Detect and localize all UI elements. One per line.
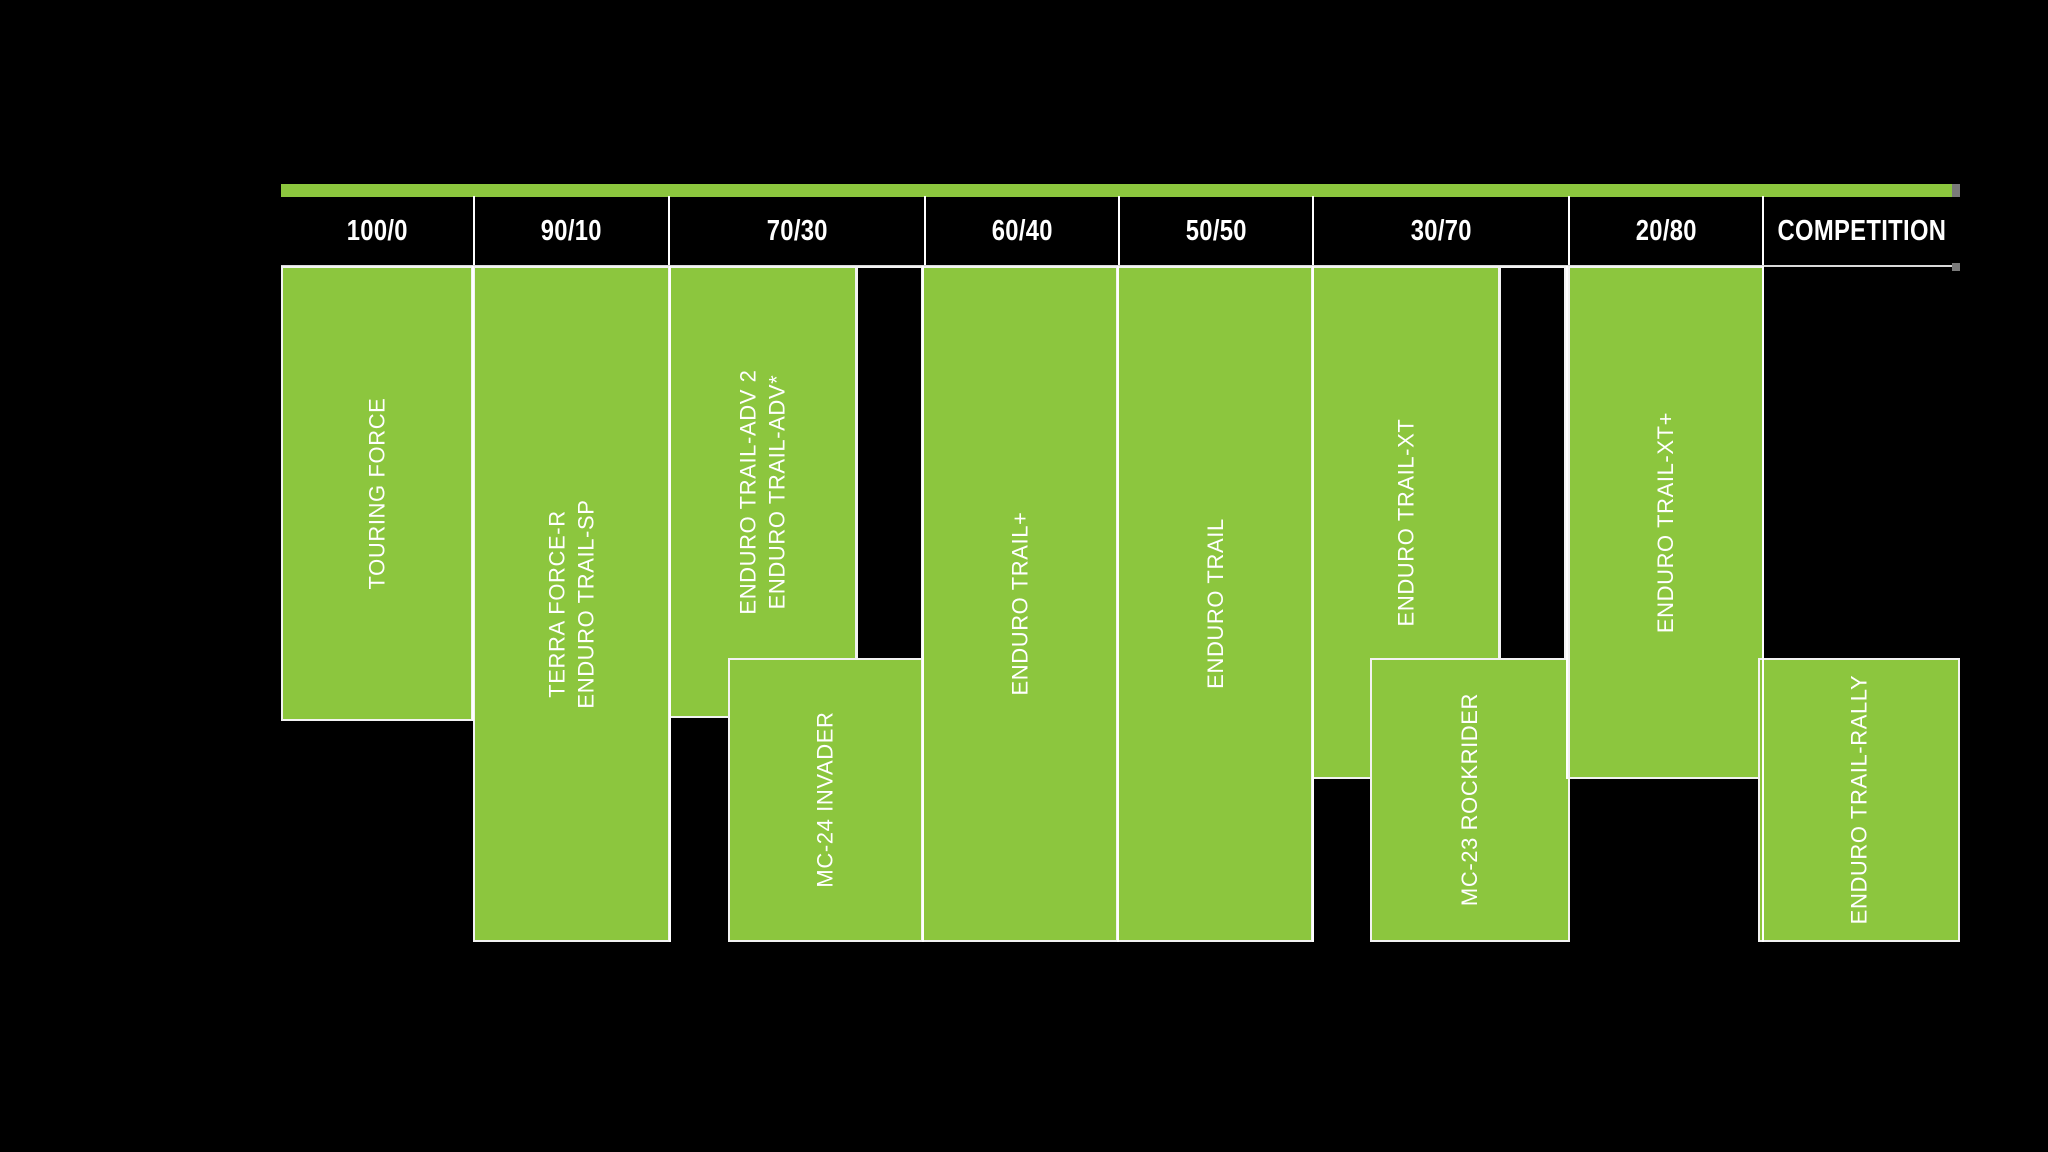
block-label: ENDURO TRAIL xyxy=(1202,518,1228,690)
column-rule-1 xyxy=(472,266,474,721)
header-label: 70/30 xyxy=(766,214,828,247)
column-rule-6 xyxy=(1566,266,1568,779)
header-cell-70-30[interactable]: 70/30 xyxy=(668,196,924,266)
block-label: ENDURO TRAIL-ADV 2 ENDURO TRAIL-ADV* xyxy=(735,369,791,615)
header-cell-30-70[interactable]: 30/70 xyxy=(1312,196,1568,266)
header-cell-50-50[interactable]: 50/50 xyxy=(1118,196,1312,266)
block-label: MC-24 INVADER xyxy=(812,711,838,889)
header-cell-60-40[interactable]: 60/40 xyxy=(924,196,1118,266)
header-label: 100/0 xyxy=(346,214,408,247)
header-label: 30/70 xyxy=(1410,214,1472,247)
column-rule-4 xyxy=(1117,266,1119,942)
block-label: ENDURO TRAIL-RALLY xyxy=(1846,675,1872,925)
header-label: 90/10 xyxy=(540,214,603,247)
header-cell-90-10[interactable]: 90/10 xyxy=(473,196,668,266)
block-label: TOURING FORCE xyxy=(364,397,390,590)
block-label: TERRA FORCE-R ENDURO TRAIL-SP xyxy=(544,499,599,709)
block-label: ENDURO TRAIL+ xyxy=(1007,511,1033,697)
block-label: ENDURO TRAIL-XT xyxy=(1393,418,1419,627)
column-rule-2 xyxy=(669,266,671,942)
top-accent-rule xyxy=(281,184,1960,197)
header-bottom-rule-tip xyxy=(1952,263,1960,271)
block-label: MC-23 ROCKRIDER xyxy=(1457,693,1483,907)
header-label: COMPETITION xyxy=(1777,214,1947,247)
block-enduro-trail-adv2[interactable]: ENDURO TRAIL-ADV 2 ENDURO TRAIL-ADV* xyxy=(669,266,857,718)
block-terra-force-r[interactable]: TERRA FORCE-R ENDURO TRAIL-SP xyxy=(473,266,670,942)
block-mc24-invader[interactable]: MC-24 INVADER xyxy=(728,658,923,942)
block-enduro-trail-plus[interactable]: ENDURO TRAIL+ xyxy=(922,266,1118,942)
header-cell-100-0[interactable]: 100/0 xyxy=(281,196,473,266)
block-label: ENDURO TRAIL-XT+ xyxy=(1653,411,1679,634)
block-enduro-trail-rally[interactable]: ENDURO TRAIL-RALLY xyxy=(1758,658,1960,942)
column-rule-3 xyxy=(922,266,924,942)
header-cell-competition[interactable]: COMPETITION xyxy=(1762,196,1960,266)
block-mc23-rockrider[interactable]: MC-23 ROCKRIDER xyxy=(1370,658,1570,942)
block-enduro-trail-adv2-extension[interactable] xyxy=(856,266,923,660)
header-label: 50/50 xyxy=(1185,214,1247,247)
header-row: 100/0 90/10 70/30 60/40 50/50 30/70 20/8… xyxy=(281,196,1960,266)
top-accent-rule-tip xyxy=(1952,184,1960,197)
header-label: 20/80 xyxy=(1635,214,1697,247)
block-enduro-trail[interactable]: ENDURO TRAIL xyxy=(1117,266,1313,942)
column-rule-7 xyxy=(1762,266,1764,942)
header-label: 60/40 xyxy=(991,214,1053,247)
block-enduro-trail-xt-plus[interactable]: ENDURO TRAIL-XT+ xyxy=(1568,266,1764,779)
block-enduro-trail-xt-extension[interactable] xyxy=(1499,266,1566,660)
column-rule-5 xyxy=(1312,266,1314,942)
block-touring-force[interactable]: TOURING FORCE xyxy=(281,266,473,721)
header-cell-20-80[interactable]: 20/80 xyxy=(1568,196,1762,266)
